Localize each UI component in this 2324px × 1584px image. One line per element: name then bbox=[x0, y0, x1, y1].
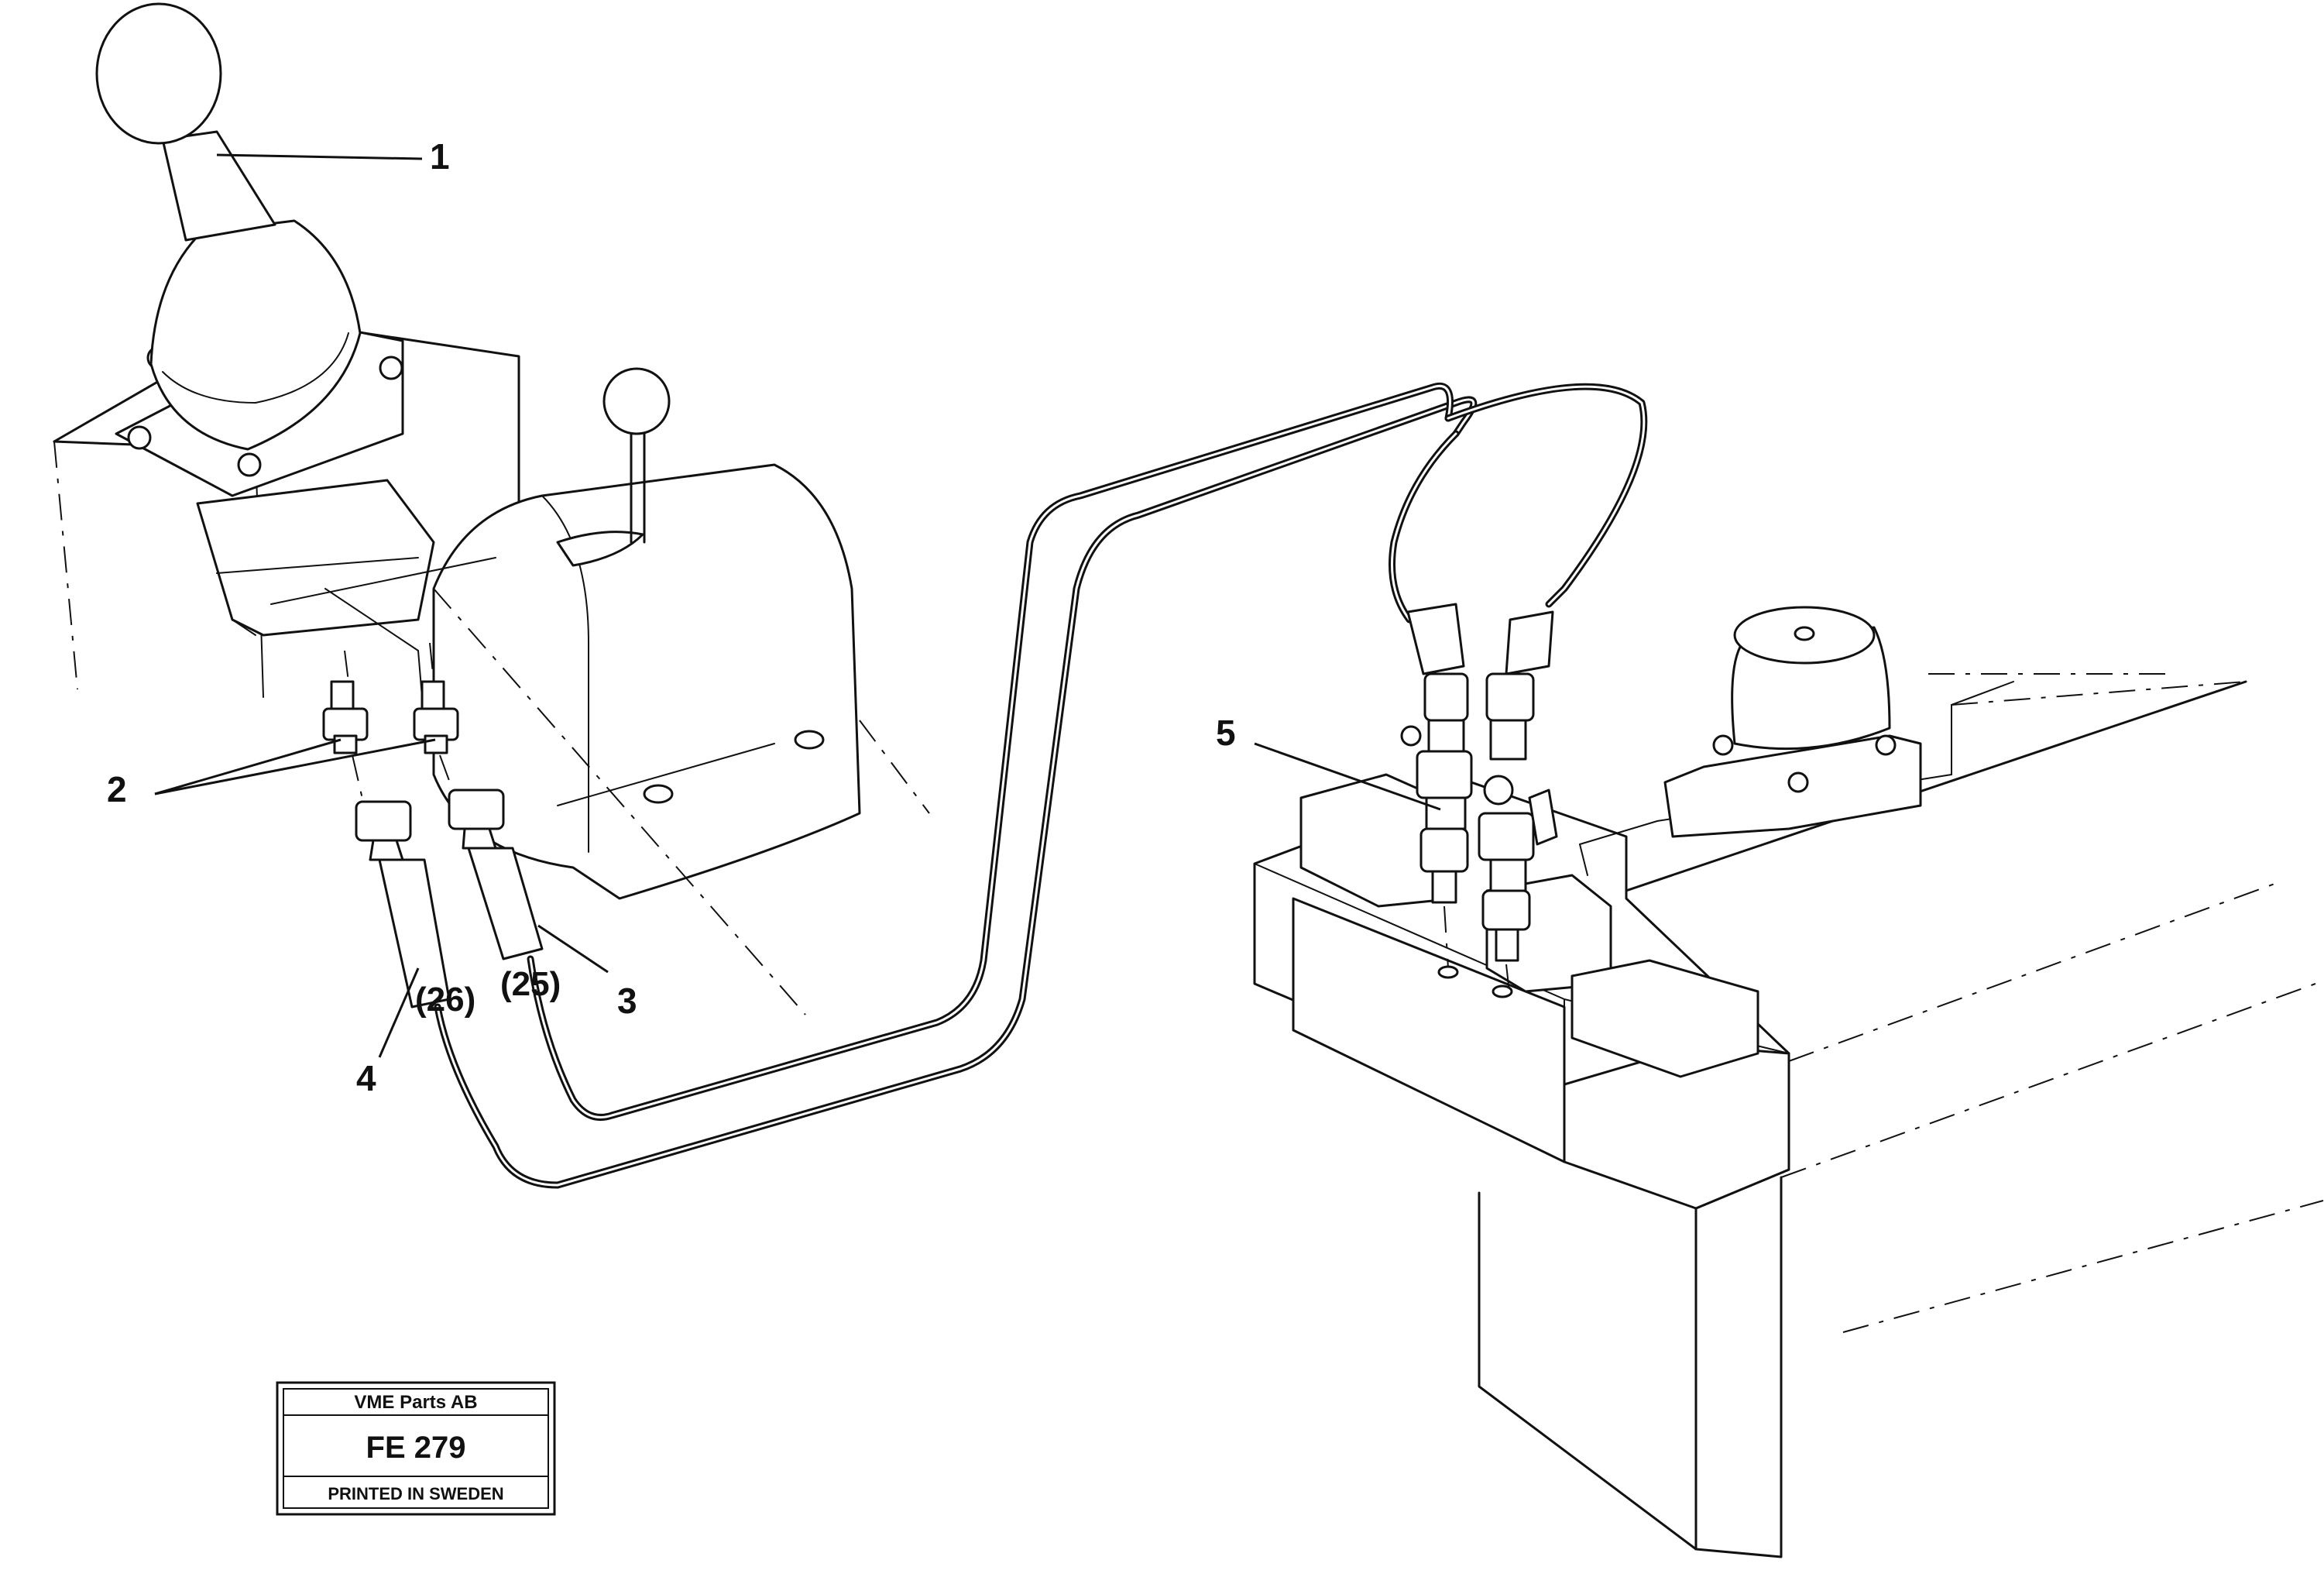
ref-25: (25) bbox=[500, 965, 561, 1003]
leader-3 bbox=[537, 924, 609, 974]
stamp-code: FE 279 bbox=[366, 1431, 466, 1465]
leader-5 bbox=[1254, 742, 1441, 811]
leader-2a bbox=[154, 738, 342, 795]
stamp-footer: PRINTED IN SWEDEN bbox=[328, 1484, 503, 1503]
leader-lines bbox=[154, 153, 1441, 1058]
fitting-stacks bbox=[1400, 603, 1558, 1000]
stamp-box: VME Parts AB FE 279 PRINTED IN SWEDEN bbox=[276, 1381, 556, 1516]
hose-ends bbox=[355, 789, 544, 1008]
leader-2b bbox=[154, 738, 436, 795]
lever-knob bbox=[95, 2, 222, 145]
callout-5: 5 bbox=[1216, 713, 1236, 753]
callouts: 1 2 3 4 5 (26) (25) bbox=[107, 136, 1236, 1098]
small-lever-knob bbox=[602, 367, 671, 435]
leader-4 bbox=[378, 967, 420, 1058]
stamp-company: VME Parts AB bbox=[354, 1392, 477, 1413]
leader-1 bbox=[216, 153, 423, 160]
callout-3: 3 bbox=[617, 981, 637, 1021]
ref-26: (26) bbox=[415, 981, 475, 1019]
valve-assembly bbox=[1253, 603, 2324, 1558]
nipples bbox=[322, 642, 459, 806]
main-lever bbox=[95, 2, 496, 698]
hoses bbox=[434, 383, 1648, 1189]
callout-1: 1 bbox=[430, 136, 450, 177]
callout-2: 2 bbox=[107, 769, 127, 809]
callout-4: 4 bbox=[356, 1058, 376, 1098]
lever-housing bbox=[53, 324, 930, 1015]
